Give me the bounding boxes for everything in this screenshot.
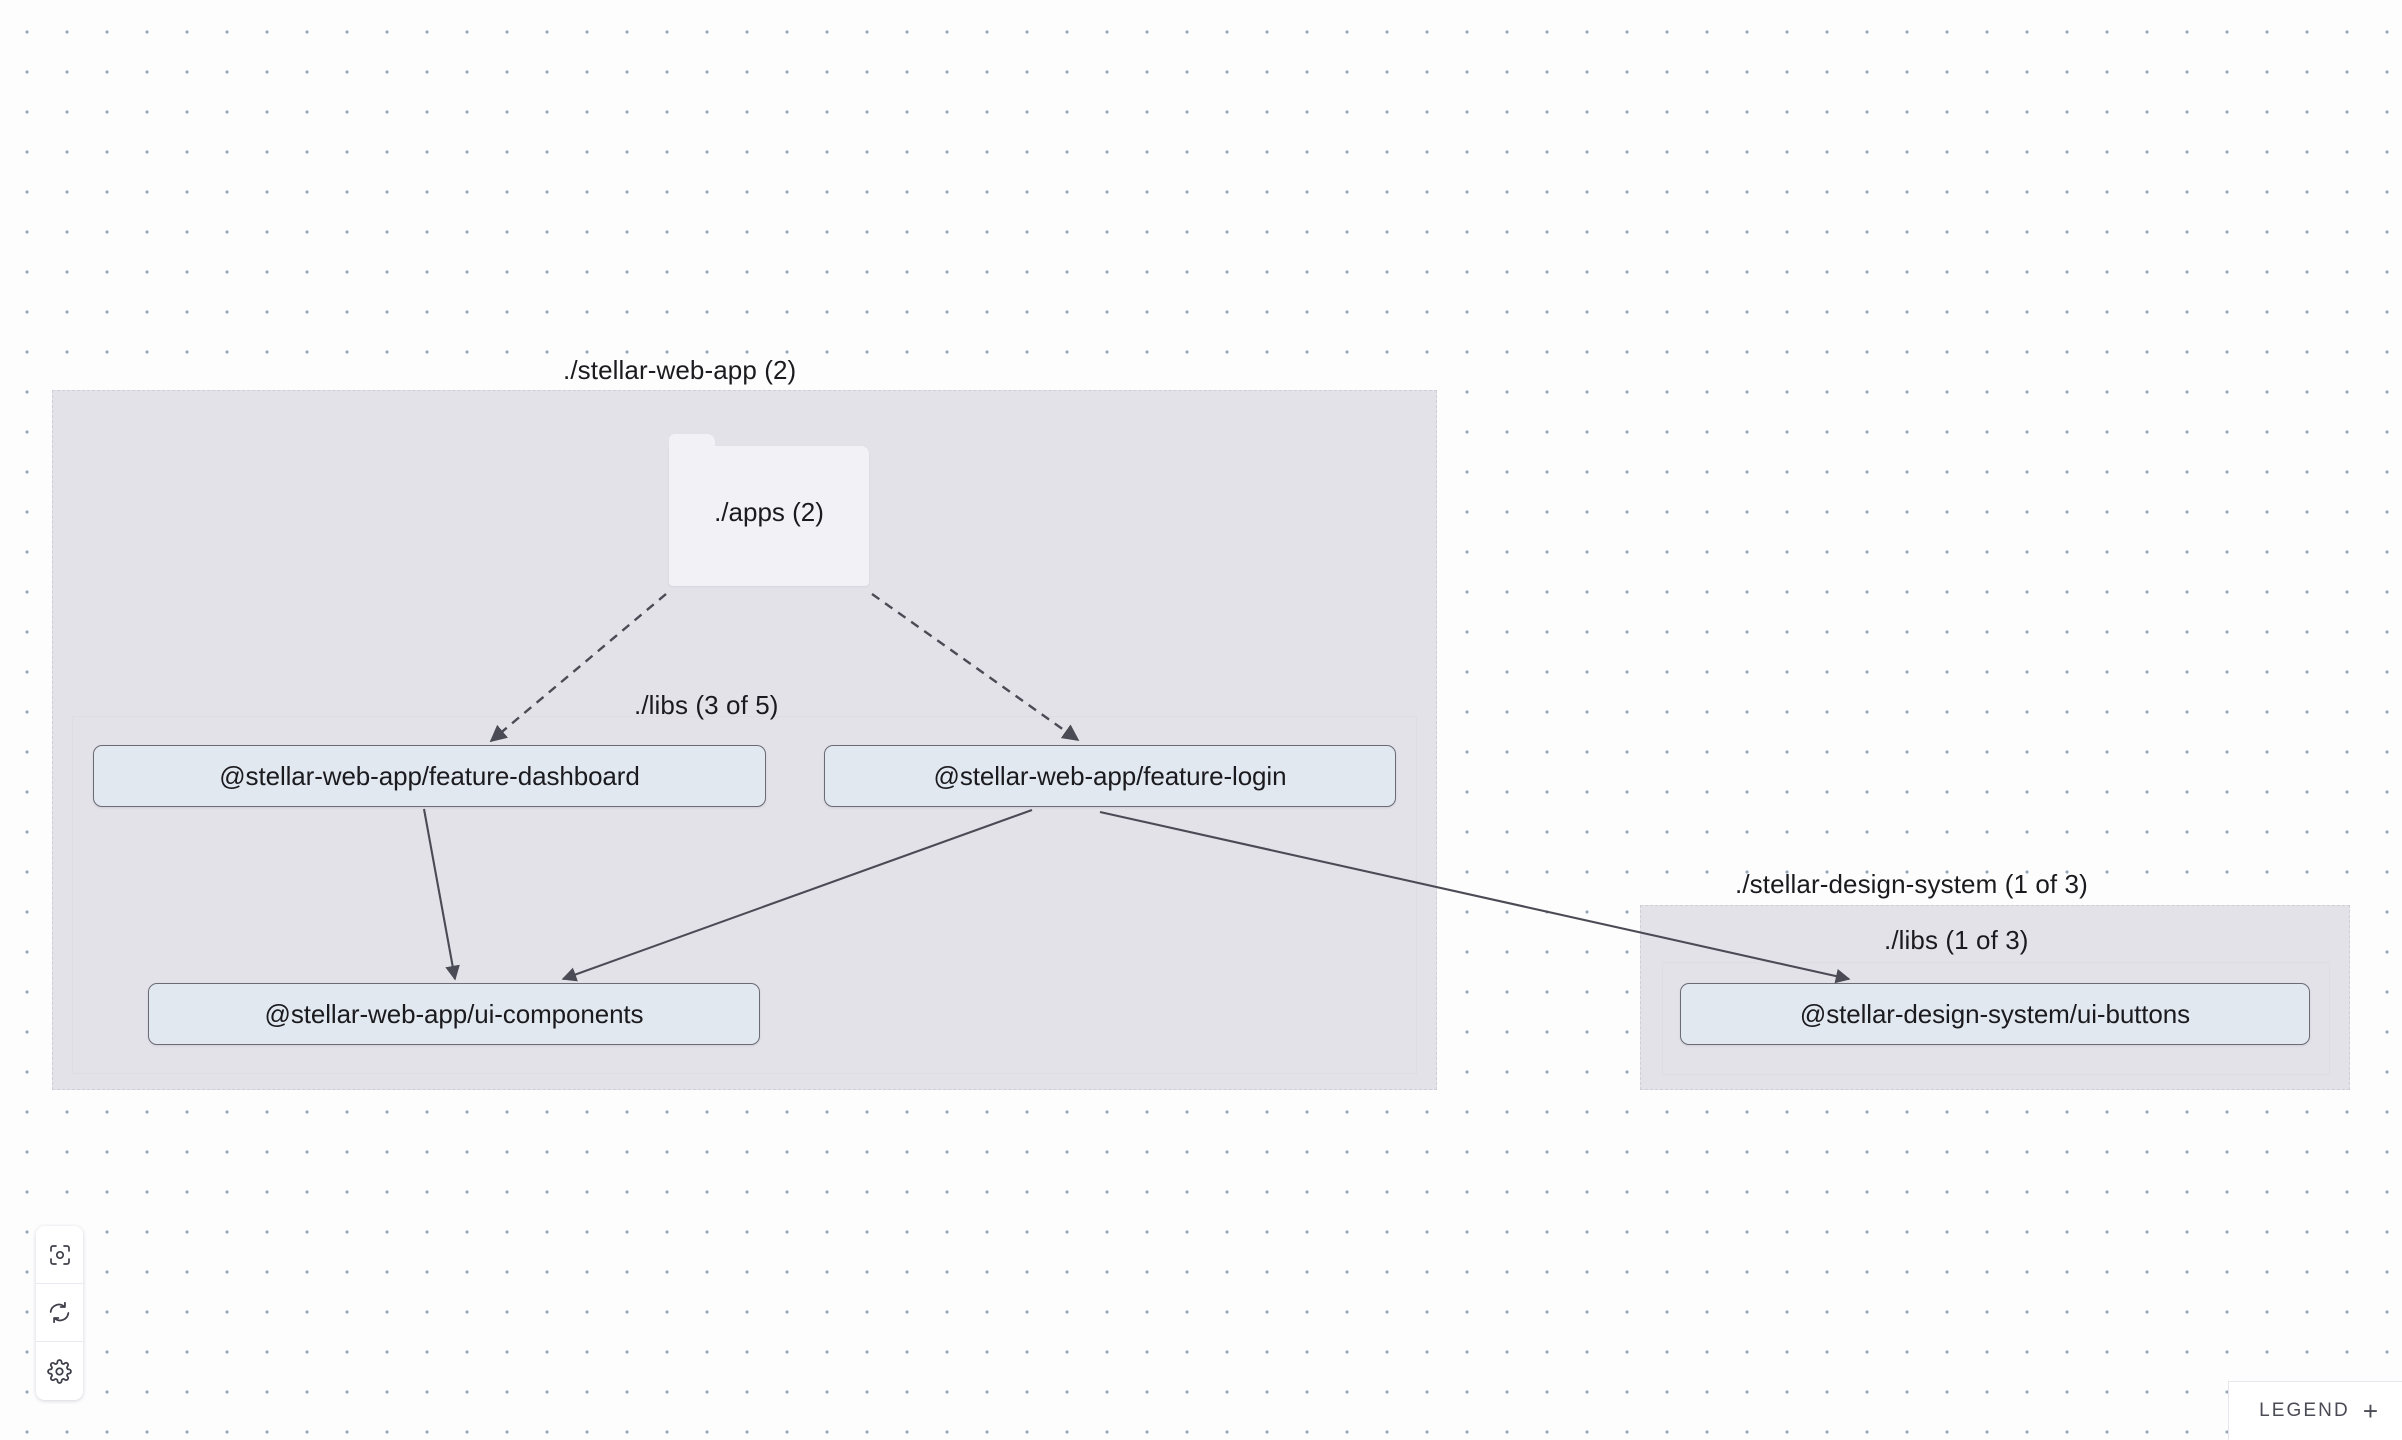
project-node-label: @stellar-design-system/ui-buttons [1799, 998, 2191, 1029]
folder-body-shape: ./apps (2) [669, 446, 869, 586]
project-node-label: @stellar-web-app/ui-components [264, 998, 644, 1029]
project-node-label: @stellar-web-app/feature-login [933, 760, 1287, 791]
refresh-graph-button[interactable] [36, 1284, 83, 1342]
plus-icon: + [2362, 1396, 2378, 1426]
group-label-stellar-design-system: ./stellar-design-system (1 of 3) [1735, 869, 2088, 899]
project-node-label: @stellar-web-app/feature-dashboard [219, 760, 640, 791]
canvas-controls-panel [36, 1226, 83, 1400]
settings-button[interactable] [36, 1342, 83, 1400]
folder-node-apps[interactable]: ./apps (2) [669, 434, 869, 586]
group-label-stellar-web-app: ./stellar-web-app (2) [563, 355, 797, 385]
project-node-feature-login[interactable]: @stellar-web-app/feature-login [824, 745, 1396, 807]
group-label-stellar-web-app-libs: ./libs (3 of 5) [634, 690, 779, 720]
focus-target-icon [48, 1243, 72, 1267]
focus-graph-button[interactable] [36, 1226, 83, 1284]
project-node-feature-dashboard[interactable]: @stellar-web-app/feature-dashboard [93, 745, 766, 807]
project-node-ui-buttons[interactable]: @stellar-design-system/ui-buttons [1680, 983, 2310, 1045]
gear-icon [47, 1358, 72, 1384]
legend-label: LEGEND [2259, 1400, 2350, 1421]
project-node-ui-components[interactable]: @stellar-web-app/ui-components [148, 983, 760, 1045]
refresh-sync-icon [47, 1300, 72, 1325]
legend-toggle-button[interactable]: LEGEND + [2228, 1381, 2402, 1440]
group-label-stellar-design-system-libs: ./libs (1 of 3) [1884, 925, 2029, 955]
folder-node-label: ./apps (2) [714, 496, 824, 527]
